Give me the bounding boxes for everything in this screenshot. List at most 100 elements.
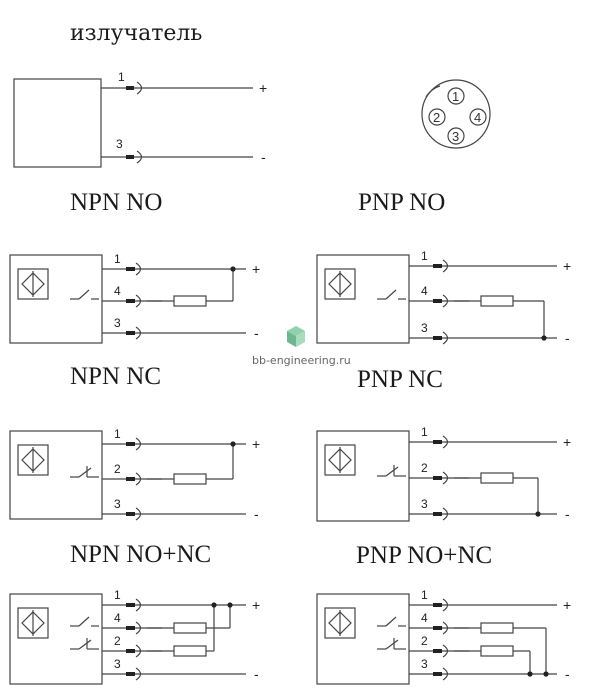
plus-sign: + bbox=[252, 436, 260, 452]
pin-label-2: 2 bbox=[114, 634, 121, 648]
emitter-box bbox=[13, 78, 102, 168]
circuit-npn-nonc: 1 4 2 3 + - bbox=[9, 588, 260, 685]
pin-label-3: 3 bbox=[421, 657, 428, 671]
pin-label-1: 1 bbox=[114, 588, 121, 602]
sensor-symbol-icon bbox=[17, 268, 49, 300]
resistor-icon bbox=[173, 473, 207, 485]
minus-sign: - bbox=[565, 666, 570, 682]
plug-socket bbox=[135, 294, 142, 308]
plug-pin bbox=[126, 512, 135, 516]
plug-pin bbox=[433, 440, 442, 444]
plus-sign: + bbox=[563, 258, 571, 274]
heading-npn-no: NPN NO bbox=[70, 189, 162, 216]
circuit-npn-no: 1 4 3 + - bbox=[9, 252, 260, 344]
plug-socket bbox=[442, 667, 449, 681]
sensor-symbol-icon bbox=[324, 268, 356, 300]
plug-socket bbox=[135, 472, 142, 486]
resistor-icon bbox=[480, 295, 514, 307]
pin-label-1: 1 bbox=[114, 252, 121, 266]
connector-pin-3: 3 bbox=[452, 129, 459, 144]
pin-label-2: 2 bbox=[114, 462, 121, 476]
plug-pin bbox=[433, 336, 442, 340]
emitter-title: излучатель bbox=[70, 21, 202, 46]
plug-pin bbox=[433, 672, 442, 676]
plug-socket bbox=[135, 621, 142, 635]
pin-label-1: 1 bbox=[421, 249, 428, 263]
connector-pin-2: 2 bbox=[433, 110, 440, 125]
pin-label-4: 4 bbox=[421, 284, 428, 298]
circuit-pnp-nc: 123+- bbox=[316, 425, 571, 522]
sensor-symbol-icon bbox=[324, 607, 356, 639]
minus-sign: - bbox=[565, 330, 570, 346]
pin-label-3: 3 bbox=[421, 321, 428, 335]
pin-label-1: 1 bbox=[114, 427, 121, 441]
junction-dot bbox=[543, 671, 549, 677]
resistor-icon bbox=[480, 645, 514, 657]
plus-sign: + bbox=[252, 261, 260, 277]
plus-sign: + bbox=[252, 597, 260, 613]
watermark-text: bb-engineering.ru bbox=[252, 354, 351, 367]
sensor-symbol-icon bbox=[324, 444, 356, 476]
junction-dot bbox=[211, 602, 217, 608]
pin-label-4: 4 bbox=[114, 284, 121, 298]
resistor-icon bbox=[480, 622, 514, 634]
plug-socket bbox=[135, 507, 142, 521]
heading-pnp-no: PNP NO bbox=[358, 189, 445, 216]
sensor-symbol-icon bbox=[17, 607, 49, 639]
minus-sign: - bbox=[254, 666, 259, 682]
minus-sign: - bbox=[254, 506, 259, 522]
watermark-logo-icon bbox=[287, 326, 305, 347]
no-contact-icon bbox=[70, 616, 99, 627]
heading-npn-nc: NPN NC bbox=[70, 363, 161, 390]
emitter-plus-sign: + bbox=[259, 80, 267, 96]
heading-pnp-nc: PNP NC bbox=[357, 366, 443, 393]
resistor-icon bbox=[480, 472, 514, 484]
watermark: bb-engineering.ru bbox=[252, 326, 351, 367]
junction-dot bbox=[541, 335, 547, 341]
pin-label-3: 3 bbox=[114, 657, 121, 671]
pin-label-3: 3 bbox=[114, 316, 121, 330]
connector-body bbox=[421, 79, 491, 149]
plug-pin bbox=[433, 649, 442, 653]
nc-contact-icon bbox=[70, 638, 99, 650]
no-contact-icon bbox=[377, 616, 406, 627]
nc-contact-icon bbox=[70, 466, 99, 478]
plug-socket bbox=[135, 326, 142, 340]
plug-socket bbox=[135, 437, 142, 451]
resistor-icon bbox=[173, 645, 207, 657]
pin-label-4: 4 bbox=[114, 611, 121, 625]
plus-sign: + bbox=[563, 597, 571, 613]
junction-dot bbox=[230, 441, 236, 447]
minus-sign: - bbox=[254, 325, 259, 341]
plug-socket bbox=[135, 262, 142, 276]
pin-label-3: 3 bbox=[421, 497, 428, 511]
plug-pin bbox=[126, 672, 135, 676]
plug-pin bbox=[126, 299, 135, 303]
plug-socket bbox=[135, 644, 142, 658]
minus-sign: - bbox=[565, 506, 570, 522]
pin-label-1: 1 bbox=[421, 588, 428, 602]
junction-dot bbox=[230, 266, 236, 272]
plug-pin bbox=[126, 649, 135, 653]
resistor-icon bbox=[173, 622, 207, 634]
emitter-diagram: 1 + 3 - bbox=[13, 70, 267, 168]
plug-socket bbox=[442, 435, 449, 449]
plug-pin bbox=[433, 299, 442, 303]
plug-pin bbox=[433, 512, 442, 516]
plug-pin bbox=[126, 331, 135, 335]
plus-sign: + bbox=[563, 434, 571, 450]
connector-pin-4: 4 bbox=[474, 110, 481, 125]
plug-pin bbox=[433, 264, 442, 268]
nc-contact-icon bbox=[377, 465, 406, 477]
plug-pin bbox=[126, 442, 135, 446]
plug-socket bbox=[442, 294, 449, 308]
plug-socket bbox=[442, 471, 449, 485]
plug-socket bbox=[442, 644, 449, 658]
plug-socket bbox=[442, 621, 449, 635]
pin-label-3: 3 bbox=[114, 497, 121, 511]
nc-contact-icon bbox=[377, 638, 406, 650]
pin-label-1: 1 bbox=[421, 425, 428, 439]
emitter-minus-sign: - bbox=[261, 149, 266, 165]
